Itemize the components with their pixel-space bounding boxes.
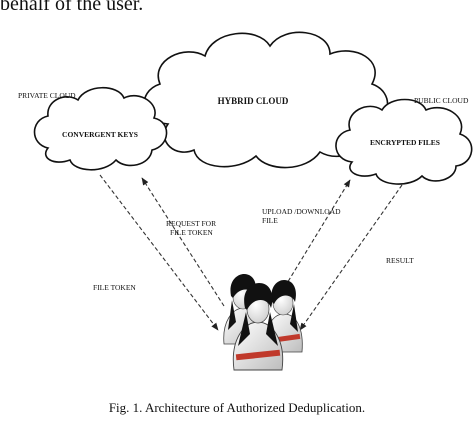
convergent-keys-label: CONVERGENT KEYS	[62, 130, 138, 139]
hybrid-cloud: HYBRID CLOUD	[143, 31, 389, 169]
file-token-label: FILE TOKEN	[93, 283, 136, 292]
figure-caption: Fig. 1. Architecture of Authorized Dedup…	[108, 400, 366, 415]
arrow-request-file-token	[141, 177, 225, 307]
arrow-file-token	[99, 174, 219, 331]
result-label: RESULT	[386, 256, 414, 265]
public-cloud-label: PUBLIC CLOUD	[414, 96, 469, 105]
body-text-fragment: behalf of the user.	[0, 0, 144, 15]
private-cloud: CONVERGENT KEYS	[33, 87, 168, 171]
encrypted-files-label: ENCRYPTED FILES	[370, 138, 440, 147]
users-group-icon	[223, 274, 303, 371]
upload-download-label: UPLOAD /DOWNLOAD FILE	[262, 207, 342, 225]
public-cloud: ENCRYPTED FILES	[335, 98, 473, 185]
hybrid-cloud-label: HYBRID CLOUD	[218, 96, 289, 106]
arrow-upload-download	[277, 179, 351, 299]
request-file-token-label: REQUEST FOR FILE TOKEN	[166, 219, 218, 237]
private-cloud-label: PRIVATE CLOUD	[18, 91, 76, 100]
arrow-result	[299, 184, 403, 331]
